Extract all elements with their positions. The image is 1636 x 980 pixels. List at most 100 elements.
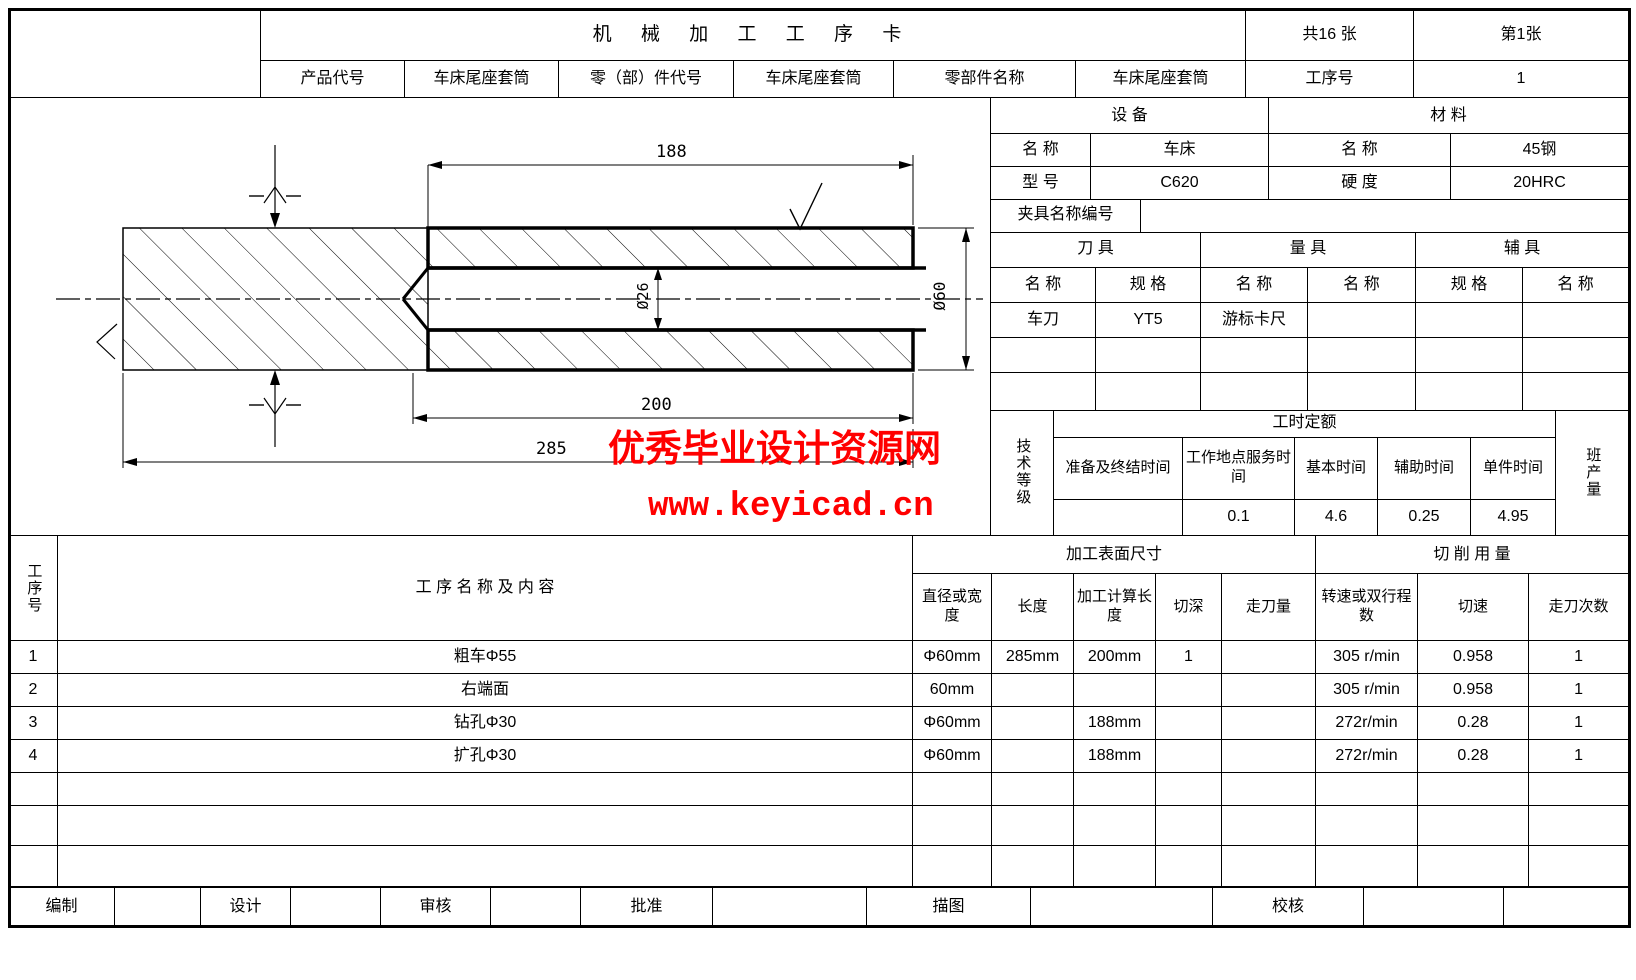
shift-output-label: 班产量 xyxy=(1555,410,1630,536)
process-cell xyxy=(1073,673,1156,707)
part-name-value: 车床尾座套筒 xyxy=(1075,60,1246,98)
tool-cell xyxy=(1307,302,1417,338)
fixture-table: 夹具名称编号 xyxy=(990,199,1629,233)
material-name-value: 45钢 xyxy=(1450,133,1630,167)
dim-285: 285 xyxy=(122,373,914,468)
tools-table: 刀 具 量 具 辅 具 名 称 规 格 名 称 名 称 规 格 名 称 车刀 Y… xyxy=(989,232,1630,411)
process-cell: 188mm xyxy=(1073,706,1156,740)
tool-cell xyxy=(1522,302,1630,338)
trace-label: 描图 xyxy=(866,886,1031,927)
process-row: 3 钻孔Φ30 Φ60mm 188mm 272r/min 0.28 1 xyxy=(8,706,1630,740)
process-cell: 1 xyxy=(1155,640,1222,674)
process-no-value: 1 xyxy=(1413,60,1629,98)
tool-cell xyxy=(990,337,1096,373)
process-no-col-label: 工序号 xyxy=(8,535,58,641)
tool-cell xyxy=(1094,337,1202,373)
process-col-header: 走刀量 xyxy=(1221,573,1316,641)
tool-cell xyxy=(1307,337,1417,373)
process-cell: 305 r/min xyxy=(1315,640,1418,674)
tool-col-header: 名 称 xyxy=(1307,267,1417,303)
dim-outer-diameter: Ø60 xyxy=(918,227,974,371)
tool-cell xyxy=(1200,337,1309,373)
process-row: 2 右端面 60mm 305 r/min 0.958 1 xyxy=(8,673,1630,707)
tool-cell xyxy=(1094,372,1202,411)
process-row-no: 4 xyxy=(8,739,58,773)
process-cell: Φ60mm xyxy=(912,739,992,773)
process-cell xyxy=(991,739,1074,773)
quota-value xyxy=(1053,499,1183,536)
process-cell xyxy=(1155,706,1222,740)
part-top-wall xyxy=(426,226,915,270)
process-cell: 188mm xyxy=(1073,739,1156,773)
process-col-header: 直径或宽度 xyxy=(912,573,992,641)
measure-group-label: 量 具 xyxy=(1200,232,1417,268)
equipment-section-label: 设 备 xyxy=(989,97,1270,134)
process-col-header: 长度 xyxy=(991,573,1074,641)
design-value xyxy=(290,886,381,927)
tool-col-header: 名 称 xyxy=(990,267,1096,303)
process-cell xyxy=(1221,640,1316,674)
tool-col-header: 名 称 xyxy=(1522,267,1630,303)
tool-cell: 车刀 xyxy=(990,302,1096,338)
part-drawing: 188 Ø26 xyxy=(56,142,983,468)
quota-col-header: 工作地点服务时间 xyxy=(1182,437,1295,500)
fixture-label: 夹具名称编号 xyxy=(990,199,1141,233)
clamp-mark-top xyxy=(249,145,301,228)
trace-value xyxy=(1030,886,1213,927)
process-table: 工序号 工 序 名 称 及 内 容 加工表面尺寸 切 削 用 量 直径或宽度 长… xyxy=(8,535,1630,887)
hardness-label: 硬 度 xyxy=(1268,166,1452,200)
surface-group-label: 加工表面尺寸 xyxy=(912,535,1316,574)
process-row-no: 2 xyxy=(8,673,58,707)
clamp-mark-bottom xyxy=(249,370,301,447)
quota-col-header: 基本时间 xyxy=(1294,437,1378,500)
svg-text:Ø26: Ø26 xyxy=(634,282,652,309)
process-cell: Φ60mm xyxy=(912,706,992,740)
tool-cell xyxy=(1307,372,1417,411)
tool-cell xyxy=(1200,372,1309,411)
process-cell: 60mm xyxy=(912,673,992,707)
process-cell: 1 xyxy=(1527,673,1630,707)
tool-cell: 游标卡尺 xyxy=(1200,302,1309,338)
tool-col-header: 规 格 xyxy=(1415,267,1524,303)
check-value xyxy=(1363,886,1504,927)
process-cell: Φ60mm xyxy=(912,640,992,674)
fixture-value xyxy=(1140,199,1629,233)
design-label: 设计 xyxy=(200,886,291,927)
equipment-name-value: 车床 xyxy=(1089,133,1270,167)
watermark-line1: 优秀毕业设计资源网 xyxy=(608,428,941,469)
process-row-no: 3 xyxy=(8,706,58,740)
process-cell: 1 xyxy=(1527,706,1630,740)
process-row-empty xyxy=(8,845,1630,887)
process-no-label: 工序号 xyxy=(1245,60,1414,98)
process-cell: 0.28 xyxy=(1417,706,1529,740)
process-col-header: 加工计算长度 xyxy=(1073,573,1156,641)
quota-value: 0.25 xyxy=(1377,499,1471,536)
compile-label: 编制 xyxy=(8,886,115,927)
tool-cell xyxy=(1522,372,1630,411)
process-cell xyxy=(1221,739,1316,773)
quota-group-label: 工时定额 xyxy=(1052,410,1557,438)
check-label: 校核 xyxy=(1212,886,1364,927)
header-blank-box xyxy=(8,8,261,98)
drill-cone xyxy=(401,267,430,300)
tool-group-label: 刀 具 xyxy=(989,232,1202,268)
tool-cell xyxy=(1415,372,1524,411)
tool-cell xyxy=(1522,337,1630,373)
process-cell xyxy=(1155,673,1222,707)
process-row: 4 扩孔Φ30 Φ60mm 188mm 272r/min 0.28 1 xyxy=(8,739,1630,773)
signature-table: 编制 设计 审核 批准 描图 校核 xyxy=(8,886,1629,927)
surface-finish-icon xyxy=(789,182,823,231)
approve-label: 批准 xyxy=(580,886,713,927)
process-row: 1 粗车Φ55 Φ60mm 285mm 200mm 1 305 r/min 0.… xyxy=(8,640,1630,674)
sheet-number: 第1张 xyxy=(1413,8,1629,61)
svg-text:Ø60: Ø60 xyxy=(930,282,949,311)
tool-cell xyxy=(1415,302,1524,338)
process-col-header: 切深 xyxy=(1155,573,1222,641)
quota-col-header: 单件时间 xyxy=(1469,437,1557,500)
part-name-label: 零部件名称 xyxy=(893,60,1076,98)
dim-188: 188 xyxy=(656,142,687,162)
time-quota-table: 技术等级 工时定额 班产量 准备及终结时间 工作地点服务时间 基本时间 辅助时间… xyxy=(990,410,1630,536)
process-col-header: 走刀次数 xyxy=(1527,573,1630,641)
process-row-empty xyxy=(8,772,1630,806)
